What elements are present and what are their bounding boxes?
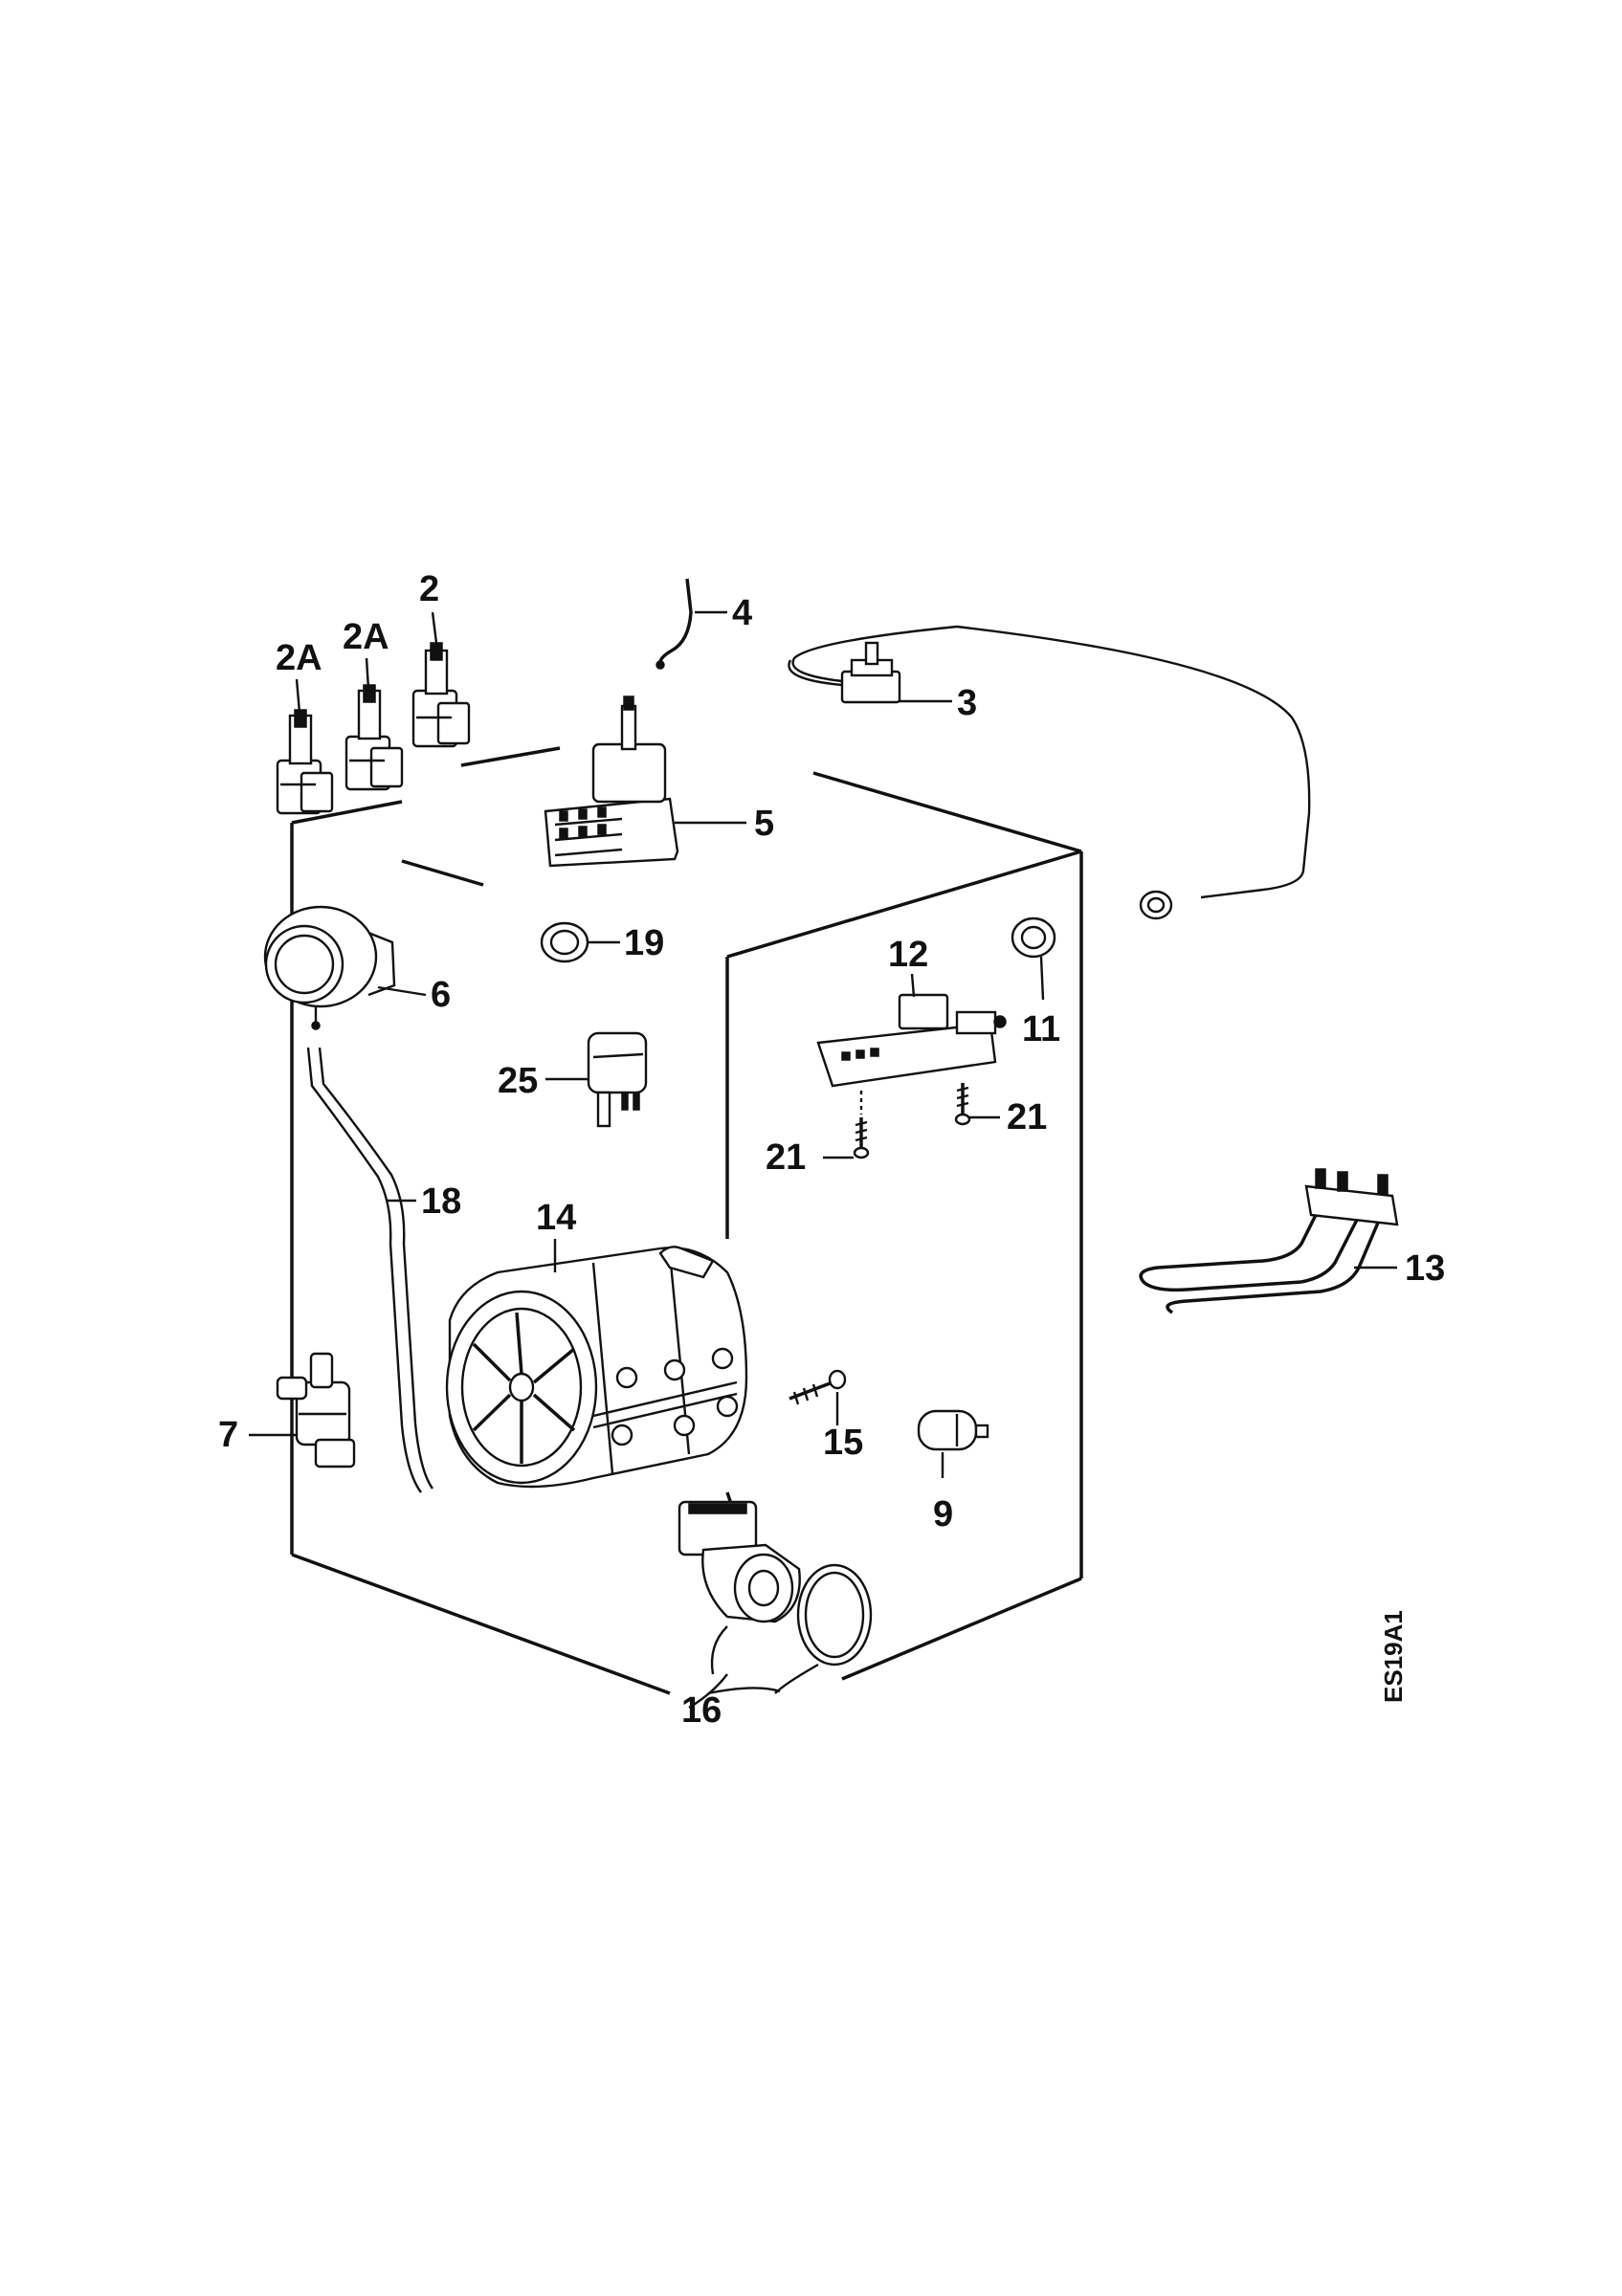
switch-2a-left	[276, 709, 334, 815]
callout-16: 16	[681, 1690, 722, 1731]
callout-15: 15	[823, 1423, 863, 1463]
callout-2a-mid: 2A	[343, 617, 389, 657]
callout-11: 11	[1022, 1009, 1060, 1049]
leader-lines	[249, 610, 1397, 1710]
screw-21-right	[954, 1083, 971, 1126]
timer-5	[544, 695, 679, 868]
pump-16	[678, 1500, 873, 1694]
callout-14: 14	[536, 1198, 576, 1238]
callout-7: 7	[218, 1415, 238, 1455]
door-interlock-12	[816, 993, 1007, 1088]
callout-21-left: 21	[766, 1137, 806, 1178]
screw-21-left	[853, 1091, 870, 1159]
thermostat-3	[788, 625, 1311, 920]
switch-2	[411, 642, 471, 748]
callout-19: 19	[624, 923, 664, 963]
callout-4: 4	[732, 593, 752, 633]
callout-2: 2	[419, 569, 439, 609]
switch-2a-mid	[344, 684, 404, 791]
callout-6: 6	[431, 975, 451, 1015]
callout-2a-left: 2A	[276, 638, 322, 678]
suppressor-25	[587, 1031, 648, 1128]
capacitor-9	[917, 1409, 989, 1451]
callout-9: 9	[933, 1494, 953, 1534]
callout-18: 18	[421, 1181, 461, 1222]
callout-21-right: 21	[1007, 1097, 1047, 1137]
callout-12: 12	[888, 935, 928, 975]
callout-labels: 2A 2A 2 4 3 5 6 19 12 11 25 21 21 18 14 …	[218, 569, 1445, 1731]
callout-13: 13	[1405, 1248, 1445, 1289]
screw-15	[789, 1369, 847, 1405]
callout-3: 3	[957, 683, 977, 723]
motor-14	[445, 1246, 748, 1489]
drawing-code: ES19A1	[1379, 1610, 1408, 1703]
valve-7	[276, 1352, 356, 1468]
callout-25: 25	[498, 1061, 538, 1101]
grommet-19	[540, 921, 589, 963]
heater-13	[1139, 1168, 1399, 1314]
pressure-switch-6	[263, 905, 396, 1030]
callout-5: 5	[754, 804, 774, 844]
sensor-wire-4	[655, 578, 693, 670]
grommet-11	[1011, 916, 1056, 959]
